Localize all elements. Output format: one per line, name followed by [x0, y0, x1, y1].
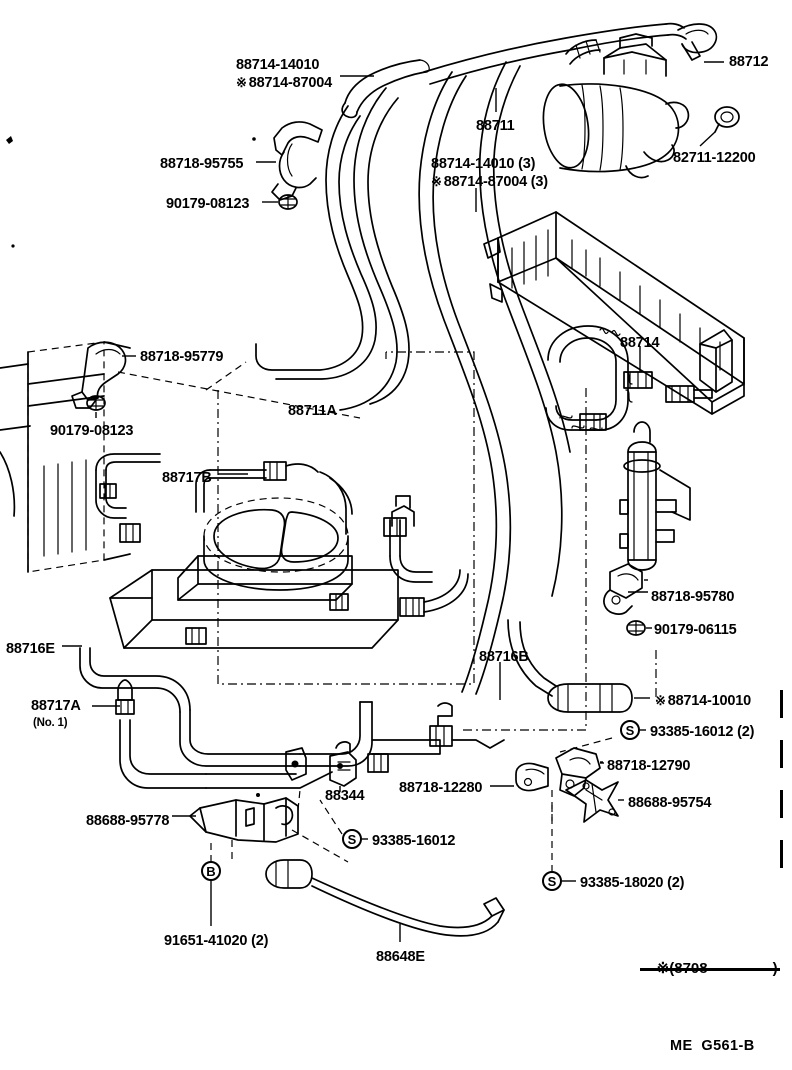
bolt-symbol-1-glyph: B	[206, 864, 215, 879]
part-88344: 88344	[325, 788, 365, 804]
part-88718-95755: 88718-95755	[160, 156, 244, 172]
part-88717a: 88717A	[31, 698, 81, 714]
part-88714-10010: 88714-10010	[655, 692, 751, 711]
part-93385-18020-qty2: 93385-18020 (2)	[580, 875, 685, 891]
screw-symbol-2: S	[342, 829, 362, 849]
part-88716b: 88716B	[479, 649, 529, 665]
screw-symbol-3: S	[542, 871, 562, 891]
part-88688-95754: 88688-95754	[628, 795, 712, 811]
footnote-underline	[640, 968, 780, 971]
part-88711: 88711	[476, 118, 515, 134]
screw-symbol-1-glyph: S	[626, 723, 635, 738]
part-88718-95780: 88718-95780	[651, 589, 735, 605]
part-88712: 88712	[729, 54, 769, 70]
part-90179-06115: 90179-06115	[654, 622, 737, 638]
part-93385-16012-qty2: 93385-16012 (2)	[650, 724, 755, 740]
screw-symbol-2-glyph: S	[348, 832, 357, 847]
part-90179-08123-lower: 90179-08123	[50, 423, 134, 439]
part-88718-12280: 88718-12280	[399, 780, 483, 796]
part-90179-08123-upper: 90179-08123	[166, 196, 250, 212]
part-93385-16012: 93385-16012	[372, 833, 456, 849]
part-82711-12200: 82711-12200	[673, 150, 756, 166]
screw-symbol-3-glyph: S	[548, 874, 557, 889]
part-88714-87004: 88714-87004	[236, 74, 332, 93]
screw-symbol-1: S	[620, 720, 640, 740]
part-91651-41020-qty2: 91651-41020 (2)	[164, 933, 269, 949]
sheet-code: ME G561-B	[670, 1038, 755, 1054]
part-88717a-sublabel: (No. 1)	[33, 717, 68, 729]
part-88714-14010: 88714-14010	[236, 57, 320, 73]
part-88718-95779: 88718-95779	[140, 349, 224, 365]
part-88714-87004-qty3: 88714-87004 (3)	[431, 173, 548, 192]
part-88717b: 88717B	[162, 470, 212, 486]
bolt-symbol-1: B	[201, 861, 221, 881]
part-88718-12790: 88718-12790	[607, 758, 691, 774]
part-88716e: 88716E	[6, 641, 55, 657]
part-88711a: 88711A	[288, 403, 337, 419]
part-88688-95778: 88688-95778	[86, 813, 170, 829]
part-88714: 88714	[620, 335, 660, 351]
part-88714-14010-qty3: 88714-14010 (3)	[431, 156, 536, 172]
part-88648e: 88648E	[376, 949, 425, 965]
